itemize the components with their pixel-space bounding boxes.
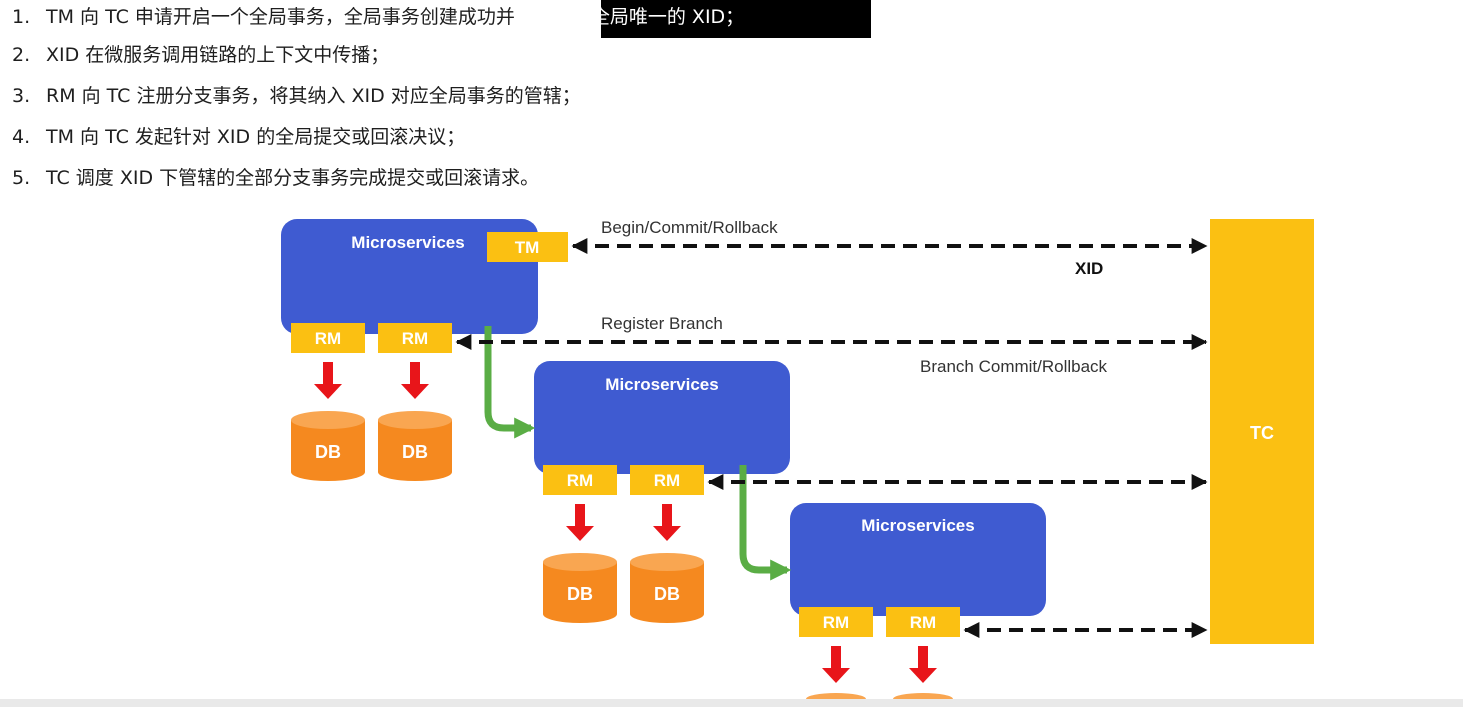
- register-branch-label: Register Branch: [601, 314, 723, 333]
- rm-tag: [799, 607, 873, 637]
- rm-label: RM: [315, 329, 341, 348]
- microservice-label: Microservices: [351, 233, 464, 252]
- tc-box: [1210, 219, 1314, 644]
- call-arrow: [484, 326, 536, 439]
- step-number: 5.: [12, 167, 31, 189]
- step-text: RM 向 TC 注册分支事务，将其纳入 XID 对应全局事务的管辖；: [46, 85, 581, 107]
- db-cylinder: DB: [378, 411, 452, 481]
- down-arrow: [566, 504, 594, 541]
- step-text: TM 向 TC 申请开启一个全局事务，全局事务创建成功并: [46, 6, 515, 28]
- branch-commit-label: Branch Commit/Rollback: [920, 357, 1108, 376]
- rm-tag: [378, 323, 452, 353]
- step-text: XID 在微服务调用链路的上下文中传播；: [46, 44, 390, 66]
- tm-tag: [487, 232, 568, 262]
- rm-to-db-arrows: [314, 362, 937, 683]
- rm-label: RM: [567, 471, 593, 490]
- db-label: DB: [567, 584, 593, 604]
- step-1: 1. TM 向 TC 申请开启一个全局事务，全局事务创建成功并生成一个全局唯一的 …: [12, 2, 744, 32]
- db-label: DB: [315, 442, 341, 462]
- begin-commit-label: Begin/Commit/Rollback: [601, 218, 778, 237]
- db-label: DB: [654, 584, 680, 604]
- bottom-bar: [0, 699, 1463, 707]
- step-3: 3. RM 向 TC 注册分支事务，将其纳入 XID 对应全局事务的管辖；: [12, 81, 581, 111]
- microservice-label: Microservices: [605, 375, 718, 394]
- db-cylinder: DB: [630, 553, 704, 623]
- step-4: 4. TM 向 TC 发起针对 XID 的全局提交或回滚决议；: [12, 122, 465, 152]
- step-number: 4.: [12, 126, 31, 148]
- step-number: 1.: [12, 6, 31, 28]
- rm-tag: [543, 465, 617, 495]
- down-arrow: [314, 362, 342, 399]
- microservice-label: Microservices: [861, 516, 974, 535]
- rm-tag: [630, 465, 704, 495]
- step-text: TM 向 TC 发起针对 XID 的全局提交或回滚决议；: [46, 126, 466, 148]
- db-cylinder: DB: [543, 553, 617, 623]
- step-5: 5. TC 调度 XID 下管辖的全部分支事务完成提交或回滚请求。: [12, 163, 539, 193]
- rm-label: RM: [910, 613, 936, 632]
- step-text-highlighted: 生成一个全局唯一的 XID；: [514, 6, 745, 28]
- step-number: 2.: [12, 44, 31, 66]
- down-arrow: [401, 362, 429, 399]
- rm-label: RM: [823, 613, 849, 632]
- step-number: 3.: [12, 85, 31, 107]
- down-arrow: [822, 646, 850, 683]
- microservice-2: [534, 361, 790, 474]
- microservice-1: [281, 219, 538, 334]
- microservice-3: [790, 503, 1046, 616]
- rm-tag: [886, 607, 960, 637]
- step-2: 2. XID 在微服务调用链路的上下文中传播；: [12, 40, 389, 70]
- rm-label: RM: [654, 471, 680, 490]
- db-cylinder: DB: [291, 411, 365, 481]
- tc-label: TC: [1250, 423, 1274, 443]
- text-highlight: [601, 0, 871, 38]
- down-arrow: [653, 504, 681, 541]
- down-arrow: [909, 646, 937, 683]
- rm-label: RM: [402, 329, 428, 348]
- call-arrow: [739, 465, 792, 581]
- tm-label: TM: [515, 238, 540, 257]
- db-label: DB: [402, 442, 428, 462]
- step-text: TC 调度 XID 下管辖的全部分支事务完成提交或回滚请求。: [46, 167, 540, 189]
- xid-label: XID: [1075, 259, 1103, 278]
- rm-tag: [291, 323, 365, 353]
